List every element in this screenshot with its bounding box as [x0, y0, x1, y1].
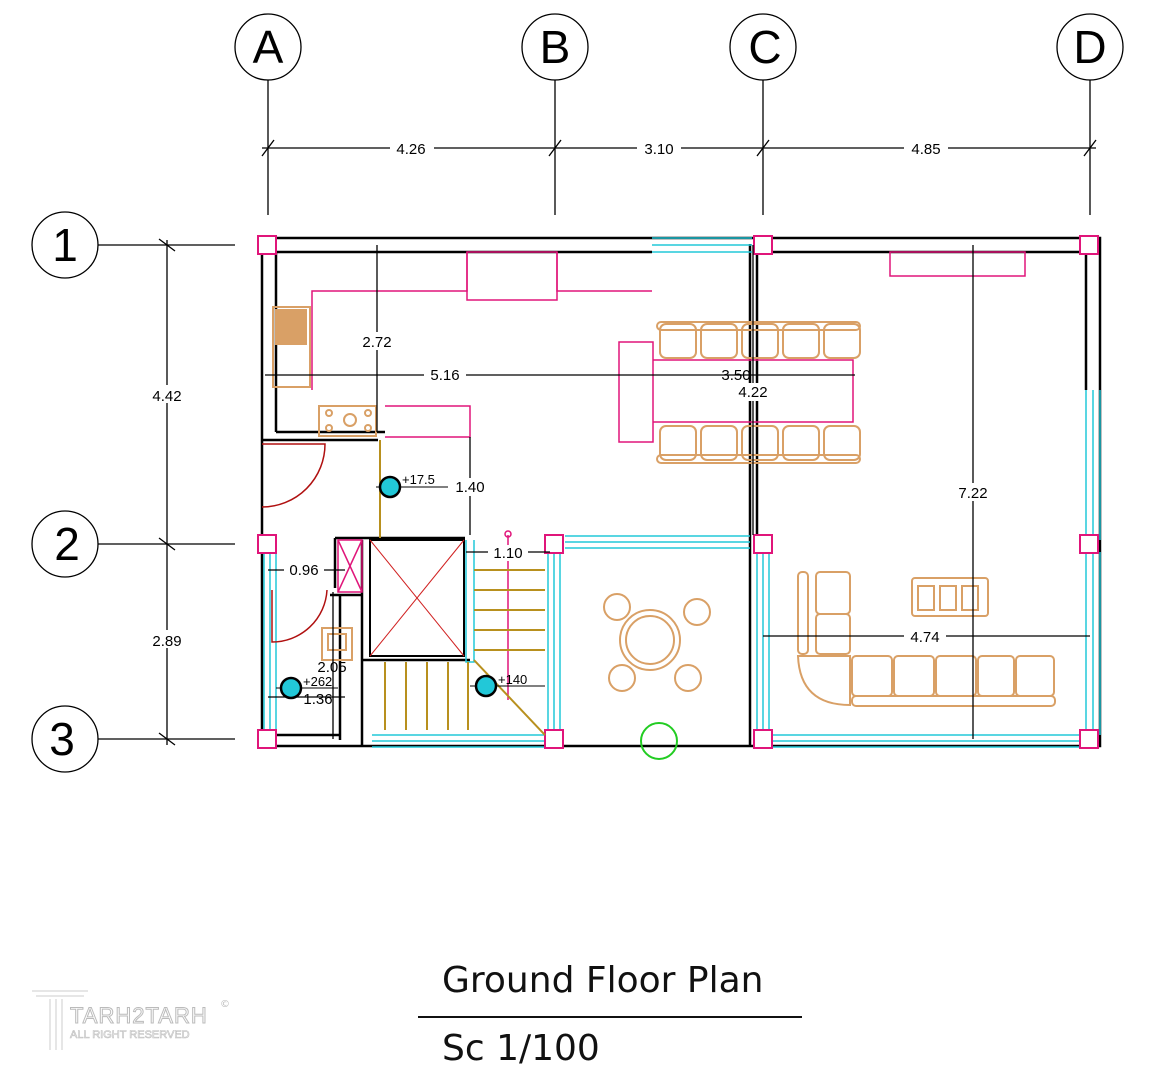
dining-chairs-bottom: [656, 425, 861, 464]
level-marker-icon: [276, 676, 338, 700]
staircase: [379, 440, 546, 736]
dim-722: 7.22: [958, 485, 987, 502]
columns: [257, 235, 1099, 749]
doors: [261, 443, 328, 643]
tree-icon: [640, 722, 678, 760]
grid-label-1: 1: [52, 219, 78, 271]
furniture: [272, 306, 1056, 707]
drawing-title: Ground Floor Plan: [442, 960, 764, 1001]
level-label: +140: [498, 672, 527, 687]
watermark-logo: TARH2TARH ALL RIGHT RESERVED ©: [30, 985, 230, 1055]
dim-left-23: 2.89: [152, 633, 181, 650]
column-logo-icon: [32, 990, 88, 1050]
grid-label-3: 3: [49, 713, 75, 765]
grid-labels: A B C D 1 2 3: [49, 21, 1106, 765]
level-label: +262: [303, 674, 332, 689]
interior-dimensions: 2.72 5.16 3.50 4.22 7.22 1.40 1.10 0.96 …: [284, 332, 994, 708]
grid-label-c: C: [748, 21, 781, 73]
dim-350: 3.50: [721, 367, 750, 384]
kitchen-counters: [311, 251, 1026, 700]
grid-label-2: 2: [54, 518, 80, 570]
dim-272: 2.72: [362, 334, 391, 351]
copyright-mark: ©: [220, 999, 230, 1010]
dim-top-bc: 3.10: [644, 141, 673, 158]
logo-tagline: ALL RIGHT RESERVED: [70, 1029, 190, 1042]
level-markers: +17.5 +262 +140: [276, 472, 545, 700]
dim-205: 2.05: [317, 659, 346, 676]
dim-top-cd: 4.85: [911, 141, 940, 158]
drawing-scale: Sc 1/100: [442, 1028, 600, 1069]
title-divider: [418, 1016, 802, 1018]
dining-chairs-top: [656, 321, 861, 359]
dim-top-ab: 4.26: [396, 141, 425, 158]
windows: [263, 237, 1101, 748]
dim-096: 0.96: [289, 562, 318, 579]
level-marker-icon: [470, 674, 545, 698]
dim-474: 4.74: [910, 629, 939, 646]
level-label: +17.5: [402, 472, 435, 487]
dim-left-12: 4.42: [152, 388, 181, 405]
grid-label-b: B: [540, 21, 571, 73]
dim-140: 1.40: [455, 479, 484, 496]
outer-dimensions: 4.26 3.10 4.85 4.42 2.89: [145, 140, 948, 650]
dim-136: 1.36: [303, 691, 332, 708]
dim-516: 5.16: [430, 367, 459, 384]
dim-422: 4.22: [738, 384, 767, 401]
grid-label-d: D: [1073, 21, 1106, 73]
level-marker-icon: [376, 475, 448, 499]
logo-name: TARH2TARH: [70, 1003, 208, 1029]
grid-axes: [31, 13, 1124, 773]
dim-110: 1.10: [493, 545, 522, 562]
grid-label-a: A: [253, 21, 284, 73]
